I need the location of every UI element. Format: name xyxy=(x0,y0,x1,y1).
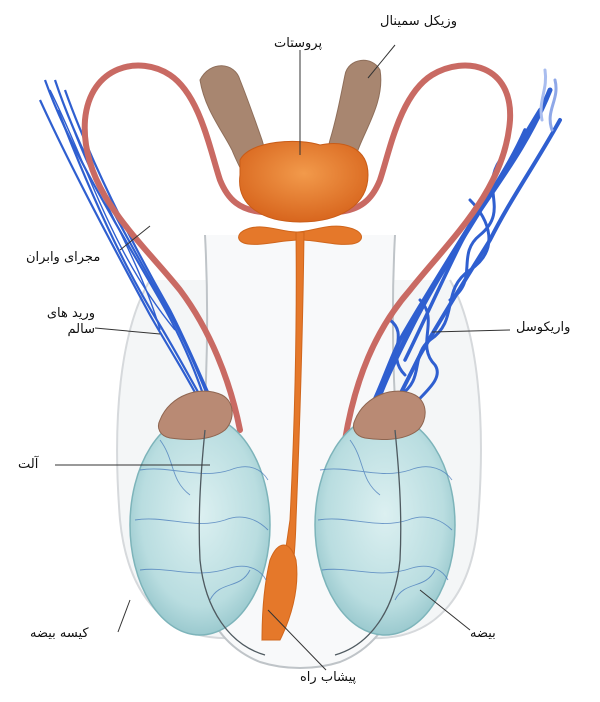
penis-inner-outline xyxy=(198,429,402,656)
testis-left xyxy=(129,414,271,636)
vas-deferens-left xyxy=(81,62,265,433)
label-healthy-veins: ورید های سالم xyxy=(46,306,95,338)
testis-left-vessels xyxy=(134,439,269,601)
label-vas-deferens: مجرای وابران xyxy=(26,250,101,265)
healthy-veins-left xyxy=(38,79,215,407)
label-scrotum: کیسه بیضه xyxy=(30,626,89,641)
leader-lines xyxy=(55,44,511,671)
urethra xyxy=(238,225,362,641)
label-penis: آلت xyxy=(18,457,39,472)
label-prostate: پروستات xyxy=(274,36,323,51)
label-urethra: پیشاب راه xyxy=(300,670,357,685)
testis-right-vessels xyxy=(317,439,453,601)
label-testis: بیضه xyxy=(470,626,496,641)
epididymis-right xyxy=(352,390,426,441)
epididymis-left xyxy=(157,390,233,441)
label-seminal-vesicle: وزیکل سمینال xyxy=(380,14,457,29)
prostate xyxy=(239,140,369,223)
label-varicocele: واریکوسل xyxy=(516,320,571,335)
testis-right xyxy=(314,414,456,636)
vas-deferens-right xyxy=(335,62,514,443)
